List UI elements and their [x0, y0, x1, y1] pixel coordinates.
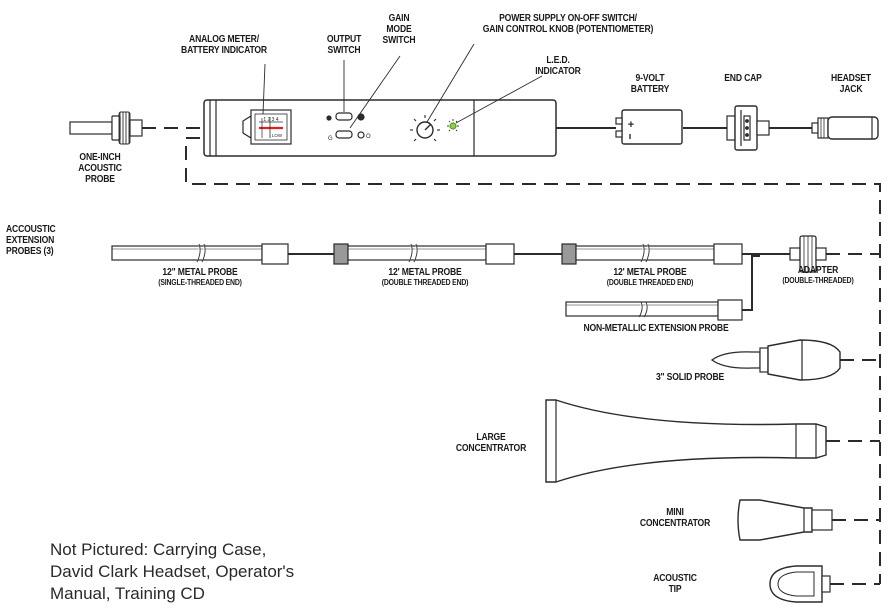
label-metal-probe-1-title: 12" METAL PROBE [162, 267, 238, 278]
meter-scale-text: 1 2 3 4 [263, 117, 279, 123]
label-analog-meter-line-1: ANALOG METER/ [189, 34, 259, 45]
label-acoustic-tip-line-1: ACOUSTIC [653, 573, 697, 584]
label-analog-meter: ANALOG METER/ BATTERY INDICATOR [172, 34, 275, 56]
output-switch-symbol: O [366, 134, 371, 140]
one-inch-probe-drawing [69, 111, 143, 145]
label-non-metallic-probe: NON-METALLIC EXTENSION PROBE [583, 323, 729, 334]
label-power-supply-line-1: POWER SUPPLY ON-OFF SWITCH/ [499, 13, 637, 24]
label-adapter: ADAPTER (DOUBLE-THREADED) [768, 265, 868, 285]
label-battery: 9-VOLT BATTERY [612, 73, 688, 95]
label-led-indicator: L.E.D. INDICATOR [517, 55, 600, 77]
label-extension-probes: ACCOUSTIC EXTENSION PROBES (3) [6, 224, 75, 257]
dashed-connectors [142, 127, 881, 585]
label-mini-concentrator-line-2: CONCENTRATOR [639, 518, 711, 529]
acoustic-tip-drawing [769, 565, 831, 603]
connector-adapter-nonmetallic [742, 255, 760, 311]
meter-low-text: LOW [272, 133, 283, 138]
label-solid-probe: 3" SOLID PROBE [655, 372, 725, 383]
label-mini-concentrator: MINI CONCENTRATOR [629, 507, 720, 529]
label-output-switch: OUTPUT SWITCH [311, 34, 376, 56]
label-gain-mode-switch: GAIN MODE SWITCH [374, 13, 424, 46]
not-pictured-note: Not Pictured: Carrying Case, David Clark… [50, 540, 295, 603]
solid-probe-drawing [710, 339, 841, 381]
label-metal-probe-3: 12' METAL PROBE (DOUBLE THREADED END) [581, 267, 719, 287]
label-metal-probe-3-sub: (DOUBLE THREADED END) [606, 278, 694, 287]
connector-bus [185, 137, 881, 584]
label-metal-probe-3-title: 12' METAL PROBE [613, 267, 687, 278]
label-acoustic-tip-line-2: TIP [668, 584, 682, 595]
label-mini-concentrator-line-1: MINI [666, 507, 684, 518]
leader-power-supply [426, 43, 475, 123]
label-gain-mode-switch-line-2: MODE [386, 24, 412, 35]
metal-probe-1-drawing [111, 243, 289, 265]
label-large-concentrator-line-1: LARGE [476, 432, 506, 443]
label-metal-probe-2: 12' METAL PROBE (DOUBLE THREADED END) [356, 267, 494, 287]
label-headset-jack-line-2: JACK [839, 84, 863, 95]
metal-probe-2-drawing [333, 243, 515, 265]
label-one-inch-probe: ONE-INCH ACOUSTIC PROBE [66, 152, 135, 185]
mini-concentrator-drawing [737, 499, 833, 541]
label-large-concentrator: LARGE CONCENTRATOR [444, 432, 539, 454]
label-output-switch-line-2: SWITCH [327, 45, 361, 56]
label-extension-probes-line-3: PROBES (3) [6, 246, 54, 257]
label-acoustic-tip: ACOUSTIC TIP [636, 573, 713, 595]
battery-drawing [615, 109, 683, 145]
label-battery-line-2: BATTERY [630, 84, 670, 95]
leader-gain-mode [349, 55, 401, 129]
leader-analog-meter [262, 63, 266, 115]
label-power-supply: POWER SUPPLY ON-OFF SWITCH/ GAIN CONTROL… [451, 13, 685, 35]
instrument-body [203, 99, 557, 157]
solid-connectors [288, 127, 800, 311]
label-gain-mode-switch-line-1: GAIN [388, 13, 410, 24]
non-metallic-probe-drawing [565, 299, 743, 321]
label-led-indicator-line-1: L.E.D. [546, 55, 570, 66]
label-extension-probes-line-2: EXTENSION [6, 235, 55, 246]
label-gain-mode-switch-line-3: SWITCH [382, 35, 416, 46]
metal-probe-3-drawing [561, 243, 743, 265]
leader-led [455, 75, 543, 124]
label-adapter-title: ADAPTER [797, 265, 839, 276]
label-one-inch-probe-line-1: ONE-INCH [79, 152, 121, 163]
label-metal-probe-2-title: 12' METAL PROBE [388, 267, 462, 278]
label-adapter-sub: (DOUBLE-THREADED) [782, 276, 854, 285]
label-one-inch-probe-line-3: PROBE [85, 174, 115, 185]
end-cap-drawing [726, 105, 770, 151]
gain-switch-symbol: G [328, 136, 333, 142]
label-headset-jack-line-1: HEADSET [831, 73, 871, 84]
label-metal-probe-1: 12" METAL PROBE (SINGLE-THREADED END) [131, 267, 269, 287]
label-extension-probes-line-1: ACCOUSTIC [6, 224, 56, 235]
leader-lines [262, 43, 543, 129]
label-end-cap: END CAP [724, 73, 762, 84]
adapter-drawing [789, 235, 827, 273]
label-led-indicator-line-2: INDICATOR [535, 66, 581, 77]
battery-plus-symbol: + [628, 119, 634, 131]
label-output-switch-line-1: OUTPUT [326, 34, 362, 45]
label-power-supply-line-2: GAIN CONTROL KNOB (POTENTIOMETER) [482, 24, 654, 35]
label-analog-meter-line-2: BATTERY INDICATOR [181, 45, 267, 56]
headset-jack-drawing [800, 116, 879, 140]
label-metal-probe-1-sub: (SINGLE-THREADED END) [158, 278, 242, 287]
label-large-concentrator-line-2: CONCENTRATOR [455, 443, 527, 454]
label-headset-jack: HEADSET JACK [823, 73, 880, 95]
large-concentrator-drawing [545, 399, 827, 483]
label-metal-probe-2-sub: (DOUBLE THREADED END) [381, 278, 469, 287]
label-one-inch-probe-line-2: ACOUSTIC [78, 163, 122, 174]
label-battery-line-1: 9-VOLT [635, 73, 665, 84]
